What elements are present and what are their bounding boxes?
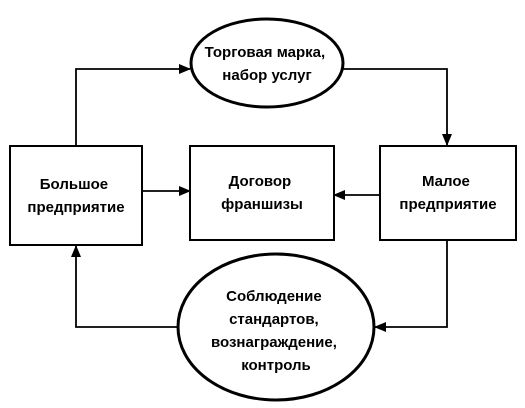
big-enterprise-box: [9, 145, 143, 246]
trademark-ellipse: [189, 17, 345, 109]
small-enterprise-label: Малое предприятие: [399, 173, 496, 213]
edge-big-to-trademark: [75, 64, 191, 146]
trademark-label: Торговая марка, набор услуг: [205, 44, 330, 84]
small-enterprise-box: [379, 145, 517, 241]
franchise-contract-label: Договор франшизы: [221, 173, 303, 213]
franchise-contract-node: Договор франшизы: [189, 145, 335, 241]
big-enterprise-label-line-1: Большое: [40, 176, 108, 193]
edge-trademark-to-small: [343, 68, 452, 146]
big-enterprise-node: Большое предприятие: [9, 145, 143, 246]
compliance-label-line-1: Соблюдение: [226, 288, 322, 305]
franchise-contract-label-line-2: франшизы: [221, 196, 303, 213]
trademark-node: Торговая марка, набор услуг: [189, 17, 345, 109]
franchise-contract-box: [189, 145, 335, 241]
compliance-label-line-4: контроль: [241, 357, 311, 374]
big-enterprise-label-line-2: предприятие: [27, 199, 124, 216]
small-enterprise-label-line-1: Малое: [422, 173, 470, 190]
compliance-ellipse: [176, 252, 376, 402]
edge-compliance-to-big: [71, 245, 190, 328]
edge-small-to-compliance: [374, 240, 448, 332]
franchise-contract-label-line-1: Договор: [229, 173, 292, 190]
connectors: [71, 64, 452, 332]
compliance-label-line-2: стандартов,: [229, 311, 319, 328]
compliance-label: Соблюдение стандартов, вознаграждение, к…: [211, 288, 341, 374]
small-enterprise-node: Малое предприятие: [379, 145, 517, 241]
big-enterprise-label: Большое предприятие: [27, 176, 124, 216]
trademark-label-line-2: набор услуг: [222, 67, 311, 84]
small-enterprise-label-line-2: предприятие: [399, 196, 496, 213]
trademark-label-line-1: Торговая марка,: [205, 44, 325, 61]
compliance-label-line-3: вознаграждение,: [211, 334, 337, 351]
compliance-node: Соблюдение стандартов, вознаграждение, к…: [176, 252, 376, 402]
